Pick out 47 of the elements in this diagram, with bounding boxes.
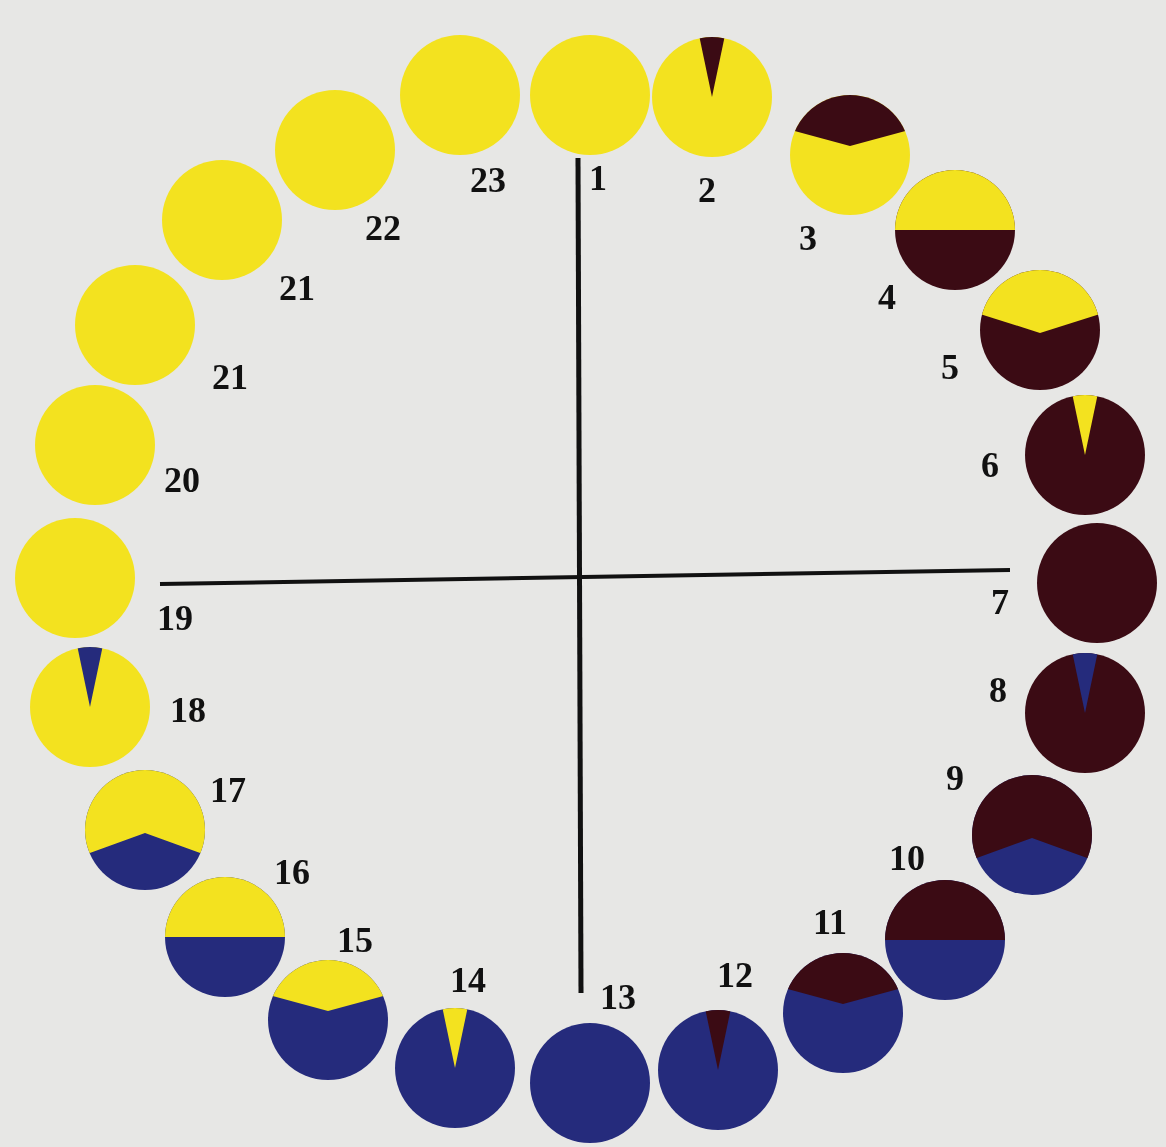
circle-number: 8: [989, 672, 1007, 708]
circle-number: 14: [450, 962, 486, 998]
circle-number: 23: [470, 162, 506, 198]
circle-number: 5: [941, 349, 959, 385]
circle-number: 1: [589, 160, 607, 196]
pie-circle: [790, 95, 910, 215]
circle-number: 21: [279, 270, 315, 306]
circle-number: 2: [698, 172, 716, 208]
circle-number: 16: [274, 854, 310, 890]
pie-circle: [885, 880, 1005, 1000]
pie-circle: [1025, 653, 1145, 773]
circle-number: 20: [164, 462, 200, 498]
pie-circle: [530, 35, 650, 155]
pie-circle: [980, 270, 1100, 390]
pie-circle: [75, 265, 195, 385]
pie-circle: [85, 770, 205, 890]
circle-number: 13: [600, 979, 636, 1015]
pie-circle: [35, 385, 155, 505]
pie-circle: [658, 1010, 778, 1130]
pie-circle: [652, 37, 772, 157]
circle-number: 7: [991, 584, 1009, 620]
pie-circle: [1037, 523, 1157, 643]
circle-number: 17: [210, 772, 246, 808]
circle-number: 4: [878, 279, 896, 315]
circle-number: 3: [799, 220, 817, 256]
pie-circle: [162, 160, 282, 280]
circle-number: 22: [365, 210, 401, 246]
pie-circle: [395, 1008, 515, 1128]
circle-number: 6: [981, 447, 999, 483]
pie-circle: [895, 170, 1015, 290]
circle-number: 10: [889, 840, 925, 876]
pie-circle: [530, 1023, 650, 1143]
circle-number: 21: [212, 359, 248, 395]
circle-number: 18: [170, 692, 206, 728]
circle-number: 11: [813, 904, 847, 940]
pie-circle: [972, 775, 1092, 895]
circle-number: 19: [157, 600, 193, 636]
pie-circle: [268, 960, 388, 1080]
pie-circle: [15, 518, 135, 638]
pie-circle: [1025, 395, 1145, 515]
circle-number: 12: [717, 957, 753, 993]
circle-number: 9: [946, 760, 964, 796]
circle-number: 15: [337, 922, 373, 958]
pie-circle: [783, 953, 903, 1073]
pie-circle: [30, 647, 150, 767]
pie-circle: [275, 90, 395, 210]
pie-circle: [400, 35, 520, 155]
